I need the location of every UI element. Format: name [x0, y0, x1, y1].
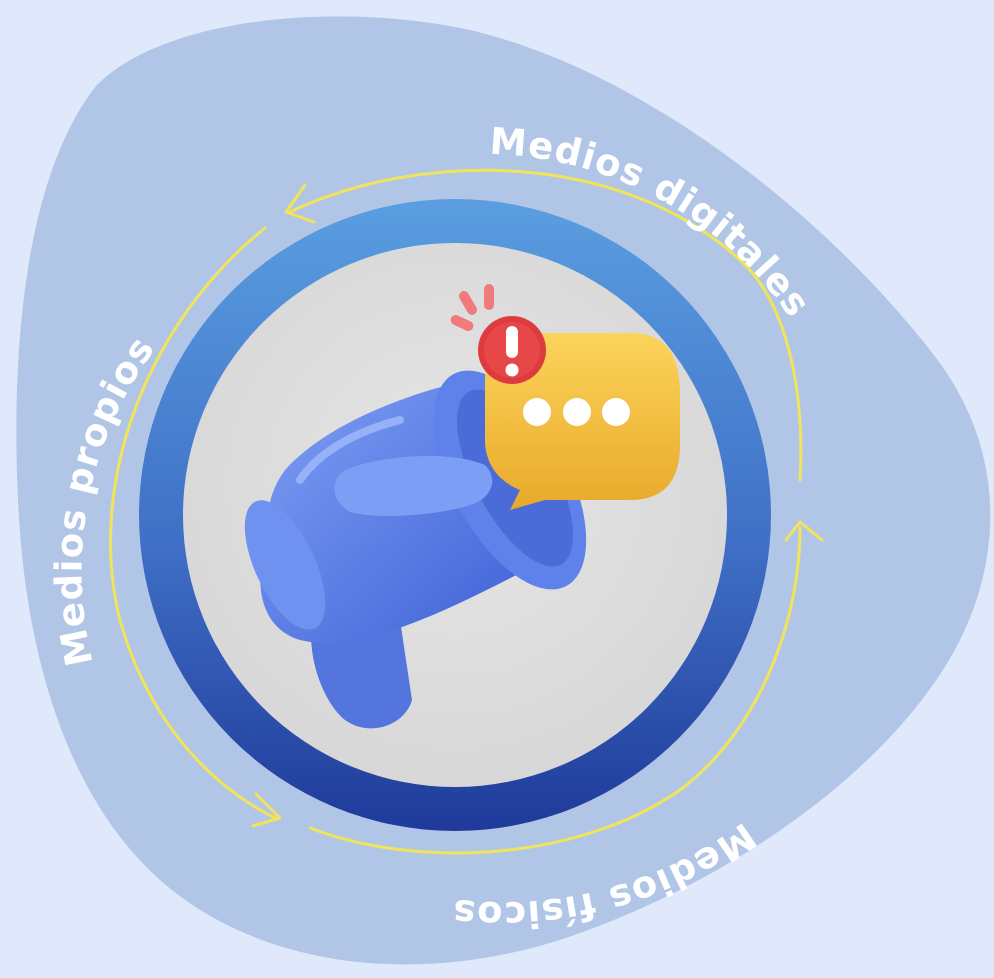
- alert-rays-icon: [450, 284, 494, 331]
- arrowhead-left: [251, 792, 282, 828]
- arrowhead-bottom: [784, 520, 824, 542]
- arrow-left: [109, 226, 277, 820]
- arrow-bottom: [308, 526, 802, 855]
- arrowhead-top: [284, 183, 316, 224]
- exclamation-icon: [478, 316, 546, 384]
- arrow-top: [288, 168, 803, 482]
- chat-bubble-icon: [485, 333, 680, 510]
